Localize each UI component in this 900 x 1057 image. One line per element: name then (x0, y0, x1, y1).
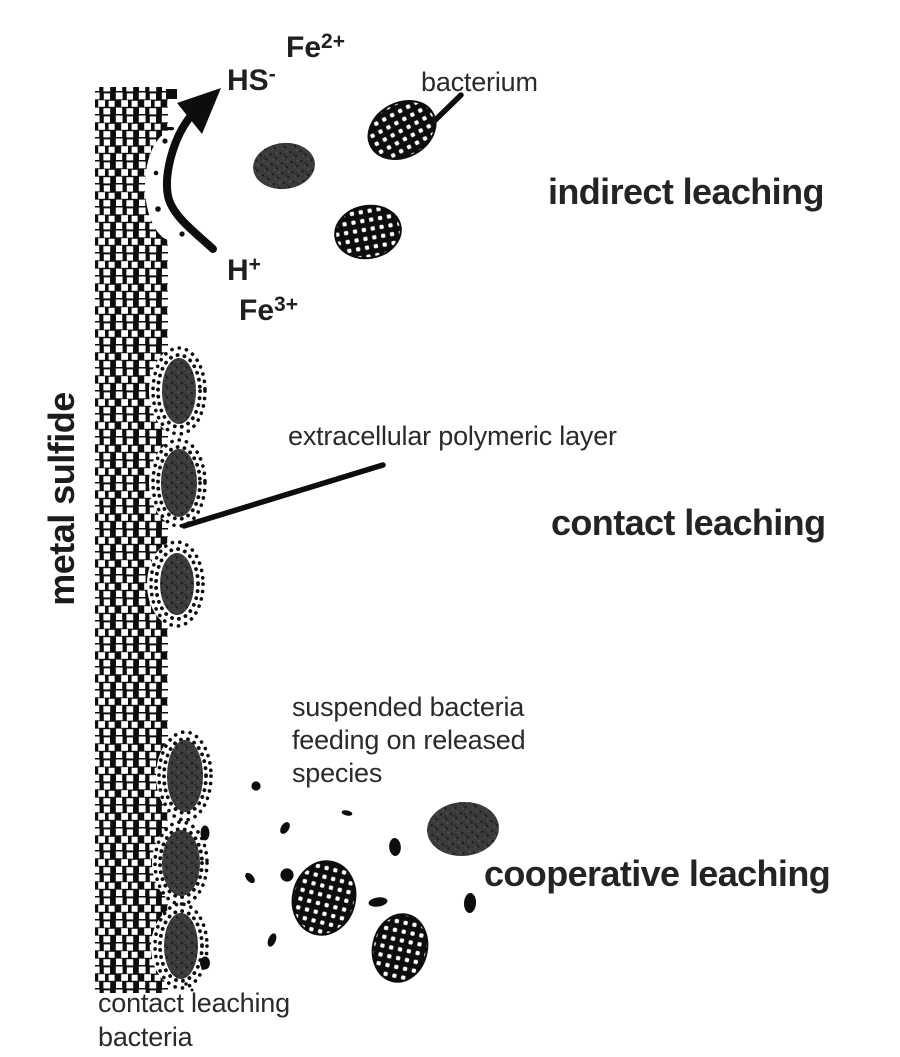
bacterium-solid (427, 801, 499, 857)
h-sup: + (248, 252, 261, 276)
bacterium-dotted (334, 204, 402, 260)
fe3-base: Fe (239, 294, 275, 327)
hs-label: HS- (227, 62, 276, 98)
attached-bacterium (153, 902, 209, 990)
hs-base: HS (227, 64, 269, 97)
cooperative-leaching-heading: cooperative leaching (484, 853, 831, 894)
attached-bacterium (149, 540, 205, 628)
indirect-leaching-heading: indirect leaching (548, 171, 824, 212)
attached-bacterium (151, 346, 207, 436)
eps-label: extracellular polymeric layer (288, 421, 617, 451)
released-species-particles (184, 781, 477, 992)
attached-bacterium (157, 730, 213, 822)
metal-sulfide-bar (95, 87, 177, 993)
bacterium-dotted (371, 913, 429, 983)
attached-bacterium (151, 438, 207, 528)
fe2-base: Fe (286, 31, 322, 64)
suspended-bacteria-label: suspended bacteria feeding on released s… (292, 692, 526, 788)
h-label: H+ (227, 252, 261, 288)
dissolution-debris (153, 127, 185, 237)
fe2-label: Fe2+ (286, 29, 345, 65)
fe3-sup: 3+ (274, 292, 298, 316)
contact-leaching-heading: contact leaching (551, 502, 826, 543)
eps-pointer-line (181, 462, 386, 529)
fe2-sup: 2+ (321, 29, 345, 53)
bacterium-dotted (291, 860, 357, 936)
attached-bacterium (153, 820, 209, 906)
bacterium-dotted (367, 100, 437, 160)
dissolution-arrow (163, 88, 221, 253)
hs-sup: - (268, 62, 276, 86)
contact-leaching-bacteria-label: contact leaching bacteria (98, 988, 290, 1052)
bacterium-label: bacterium (421, 67, 538, 97)
bacterium-solid (253, 142, 315, 190)
h-base: H (227, 254, 249, 287)
fe3-label: Fe3+ (239, 292, 298, 328)
metal-sulfide-label: metal sulfide (41, 392, 82, 606)
